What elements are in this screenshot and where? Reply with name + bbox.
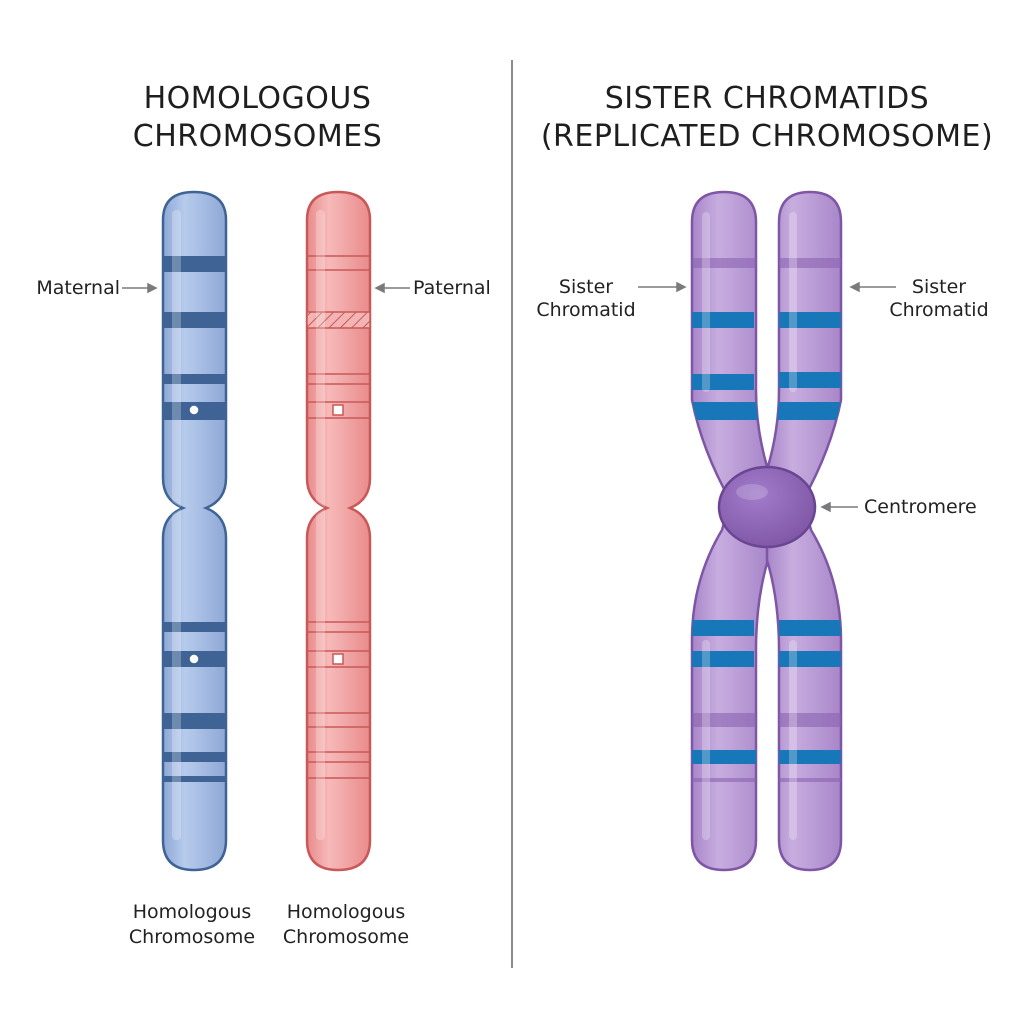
homologous-caption-right: Homologous Chromosome [266,900,426,950]
paternal-label: Paternal [413,277,491,299]
sister-chromatid-right-label: Sister Chromatid [862,276,1002,322]
maternal-allele-marker [188,404,200,416]
homologous-caption-left: Homologous Chromosome [112,900,272,950]
sister-chromatid-left-label-line2: Chromatid [536,299,636,321]
maternal-allele-marker [188,653,200,665]
homologous-caption-left-line2: Chromosome [128,926,256,948]
homologous-caption-right-line2: Chromosome [282,926,410,948]
paternal-allele-marker [332,653,344,665]
homologous-caption-right-line1: Homologous [286,901,406,923]
homologous-title-line2: CHROMOSOMES [132,119,383,154]
sister-chromatid-left-label: Sister Chromatid [530,276,670,322]
sister-chromatid-right-label-line1: Sister [911,276,967,298]
homologous-title-line1: HOMOLOGOUS [143,81,372,116]
homologous-title: HOMOLOGOUS CHROMOSOMES [60,80,455,156]
centromere [717,465,817,549]
sister-title-line1: SISTER CHROMATIDS [604,81,930,116]
paternal-chromosome [305,190,372,872]
homologous-caption-left-line1: Homologous [132,901,252,923]
sister-chromatid-right-label-line2: Chromatid [889,299,989,321]
paternal-allele-marker [332,404,344,416]
centromere-label: Centromere [864,496,977,518]
maternal-chromosome [161,190,228,872]
maternal-label: Maternal [36,277,120,299]
sister-chromatid-left-label-line1: Sister [558,276,614,298]
sister-title-line2: (REPLICATED CHROMOSOME) [540,119,994,154]
sister-title: SISTER CHROMATIDS (REPLICATED CHROMOSOME… [530,80,1004,156]
